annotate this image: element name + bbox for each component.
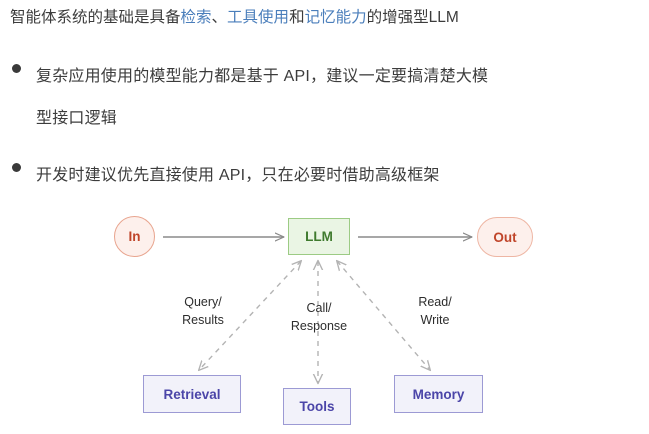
headline-segment-4: 和	[289, 9, 305, 26]
node-input-label: In	[128, 229, 141, 244]
bullet-dot-icon	[12, 64, 21, 73]
node-llm-label: LLM	[305, 229, 333, 244]
page-title: 智能体系统的基础是具备检索、工具使用和记忆能力的增强型LLM	[10, 8, 645, 28]
node-output-label: Out	[493, 229, 517, 245]
diagram-connectors	[163, 200, 649, 434]
headline-segment-3-tool-use: 工具使用	[227, 9, 290, 26]
headline-segment-6: 的增强型LLM	[366, 9, 459, 26]
edge-label-memory: Read/ Write	[418, 295, 452, 327]
node-memory-label: Memory	[412, 386, 465, 402]
node-input[interactable]: In	[114, 216, 155, 257]
bullet-item-1-line-2: 型接口逻辑	[36, 110, 118, 127]
headline-segment-1-retrieval: 检索	[180, 9, 212, 26]
bullet-item-1-text: 复杂应用使用的模型能力都是基于 API，建议一定要搞清楚大模 型接口逻辑	[36, 56, 488, 140]
headline-segment-0: 智能体系统的基础是具备	[10, 9, 181, 26]
node-output[interactable]: Out	[477, 217, 533, 257]
node-tools-label: Tools	[299, 399, 335, 414]
edge-label-retrieval: Query/ Results	[182, 295, 224, 327]
bullet-item-1: 复杂应用使用的模型能力都是基于 API，建议一定要搞清楚大模 型接口逻辑	[12, 56, 647, 140]
bullet-item-2-line-1: 开发时建议优先直接使用 API，只在必要时借助高级框架	[36, 167, 440, 184]
node-retrieval-label: Retrieval	[163, 386, 221, 402]
edge-label-tools: Call/ Response	[290, 301, 348, 333]
bullet-item-2-text: 开发时建议优先直接使用 API，只在必要时借助高级框架	[36, 155, 440, 197]
node-retrieval[interactable]: Retrieval	[143, 375, 241, 413]
node-memory[interactable]: Memory	[394, 375, 483, 413]
bullet-item-2: 开发时建议优先直接使用 API，只在必要时借助高级框架	[12, 155, 647, 197]
agent-architecture-diagram: In LLM Out Retrieval Tools Memory Query/…	[0, 200, 649, 434]
headline-segment-5-memory: 记忆能力	[304, 9, 367, 26]
node-llm[interactable]: LLM	[288, 218, 350, 255]
edge-llm-memory	[337, 261, 430, 370]
bullet-item-1-line-1: 复杂应用使用的模型能力都是基于 API，建议一定要搞清楚大模	[36, 68, 489, 85]
edge-llm-retrieval	[199, 261, 301, 370]
headline-segment-2: 、	[211, 9, 228, 26]
bullet-dot-icon	[12, 163, 21, 172]
node-tools[interactable]: Tools	[283, 388, 351, 425]
